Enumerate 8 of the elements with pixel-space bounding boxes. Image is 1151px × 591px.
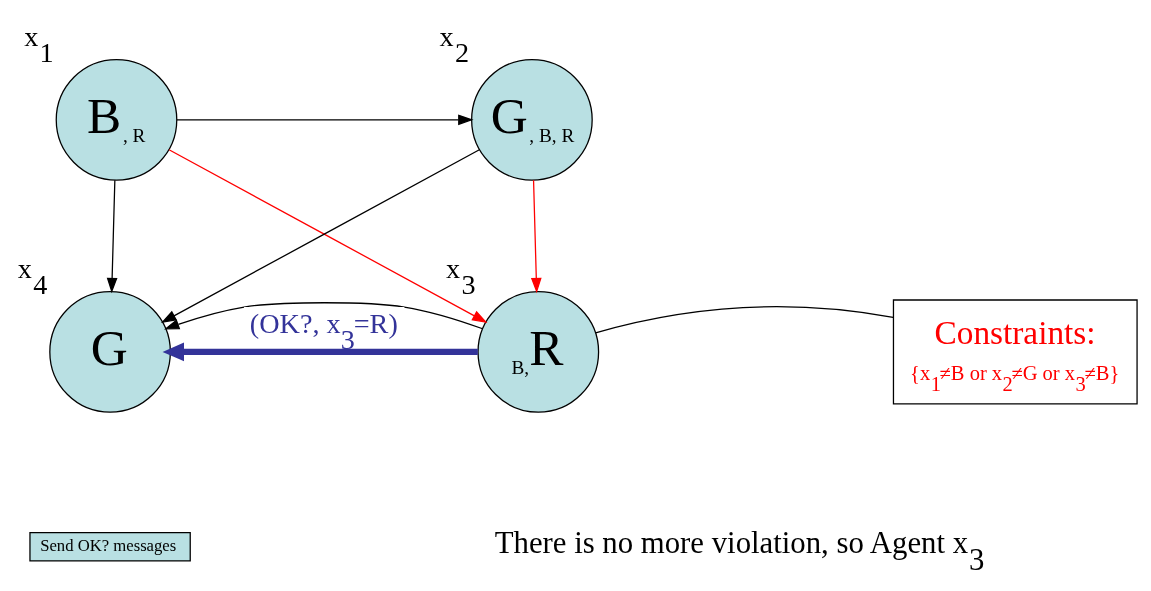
arrow: [176, 114, 474, 126]
arrow: [106, 179, 118, 294]
arrow: [163, 302, 484, 330]
node-box: Send OK? messages: [29, 532, 191, 562]
arrow: [162, 342, 478, 362]
connector: [594, 306, 894, 334]
arrow: [530, 179, 542, 294]
node-circle: G: [49, 291, 171, 413]
